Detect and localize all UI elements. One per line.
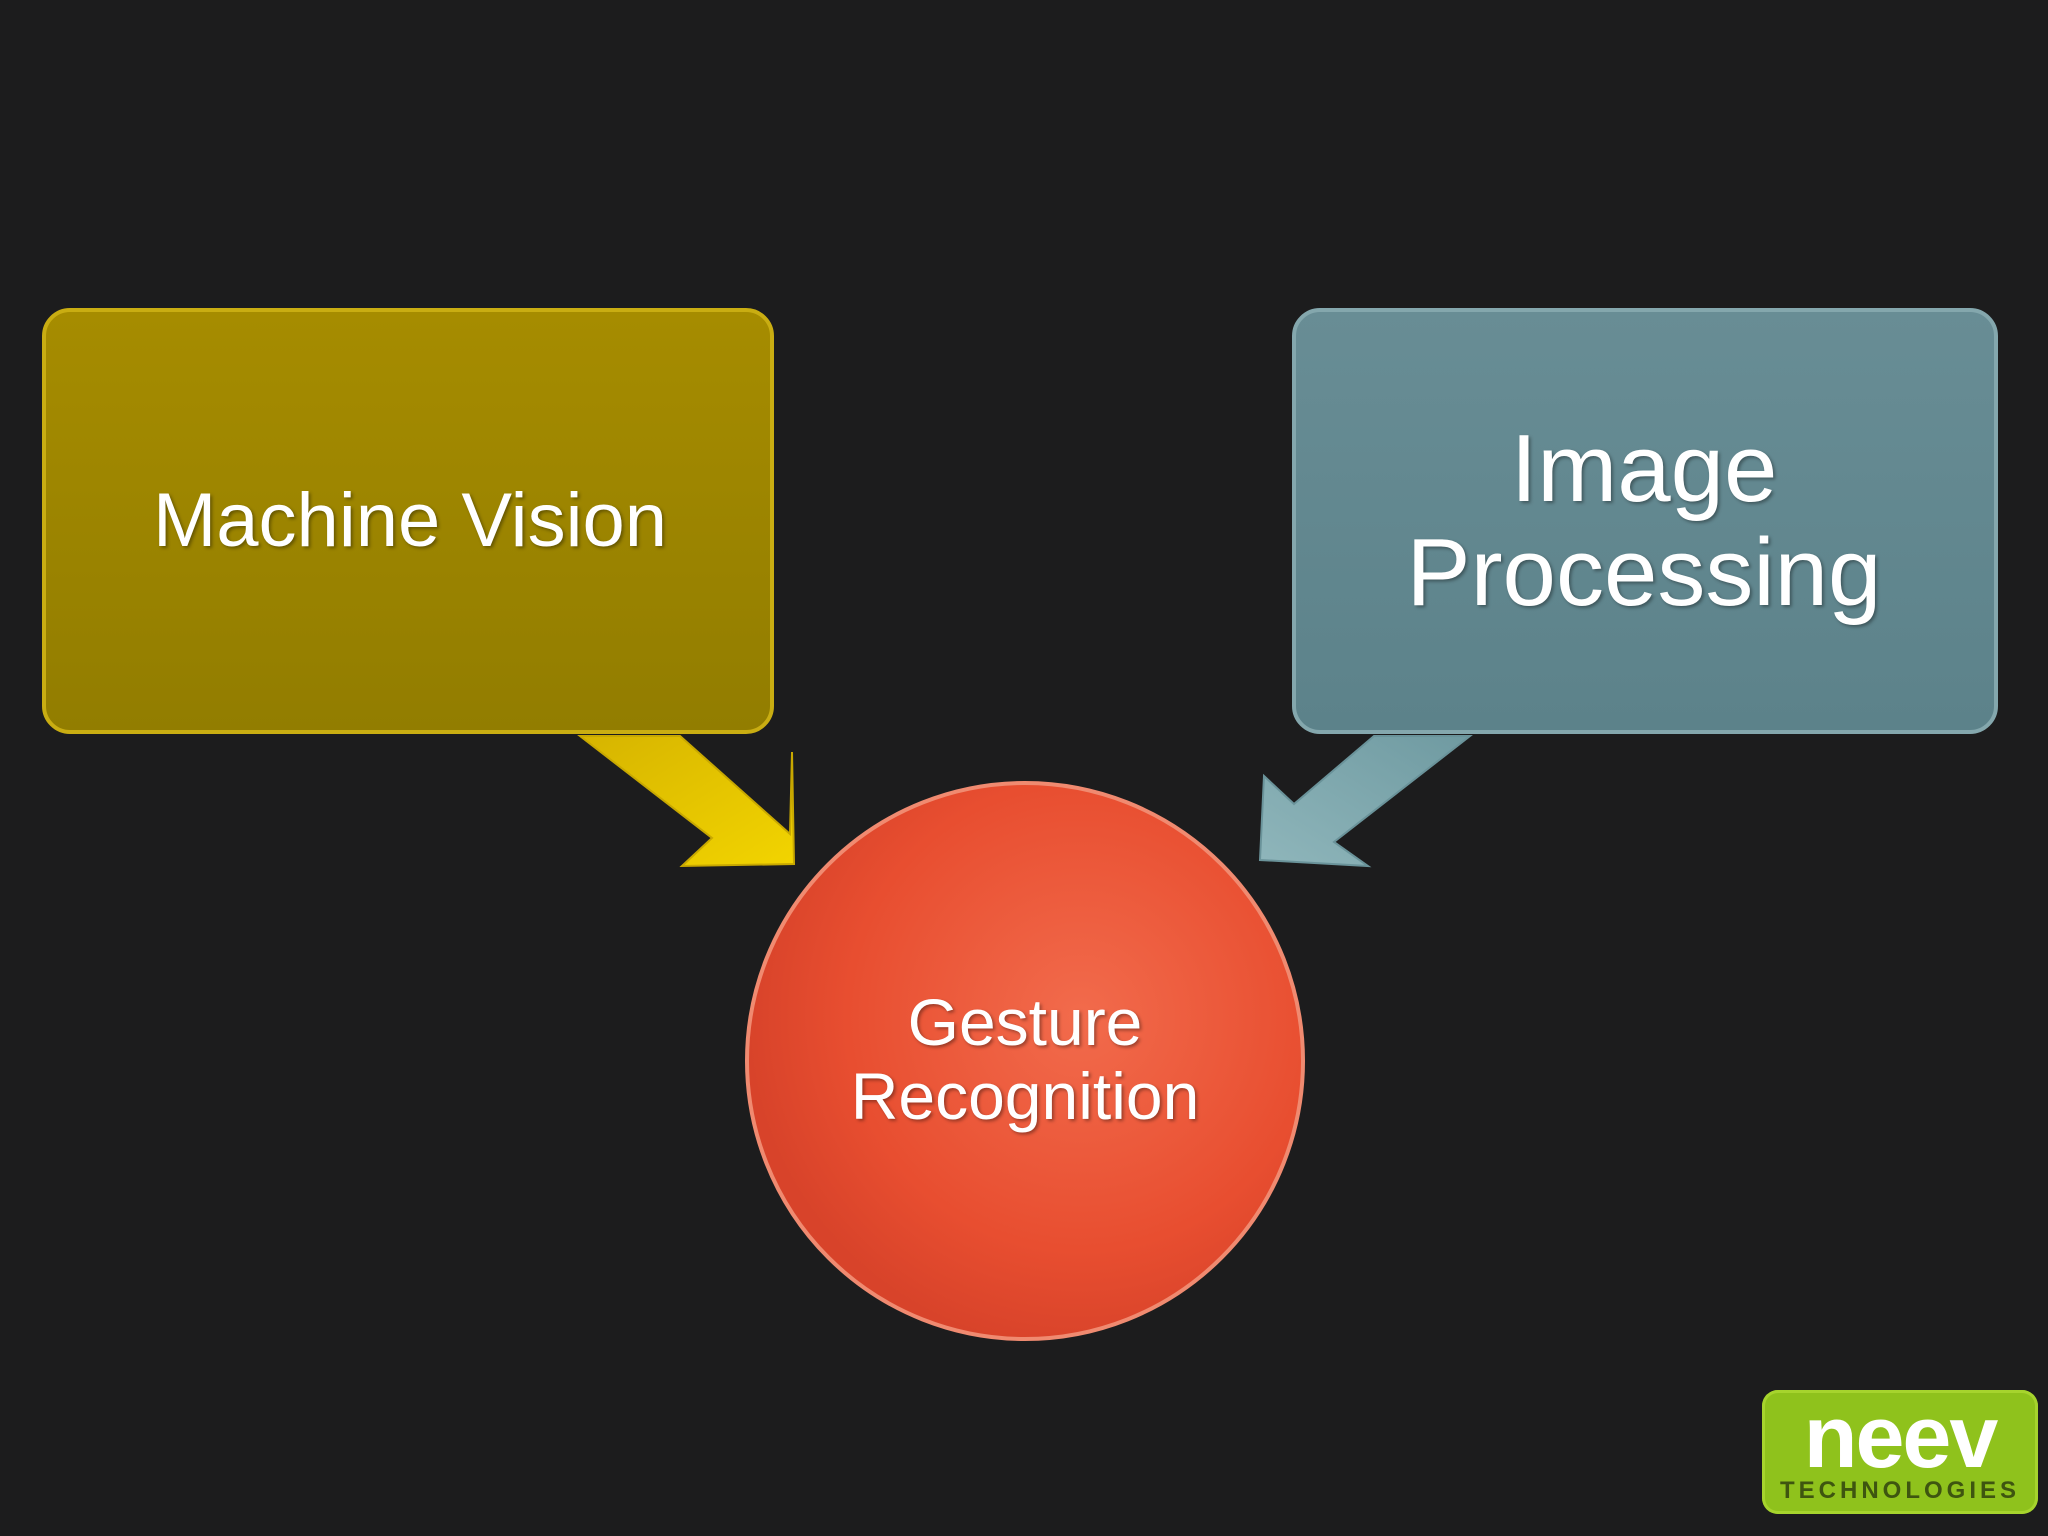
machine-vision-box [42,308,774,734]
logo-tagline: TECHNOLOGIES [1779,1477,2020,1504]
machine-vision-label: Machine Vision [152,478,667,564]
gesture-recognition-circle [745,781,1305,1341]
image-processing-box [1292,308,1998,734]
logo-wordmark: neev [1803,1387,1999,1486]
image-processing-label: Image Processing [1406,415,1882,626]
arrow-image-processing-to-gesture [1258,735,1473,868]
gesture-recognition-label: Gesture Recognition [850,985,1200,1133]
neev-logo: neev TECHNOLOGIES [1762,1390,2038,1514]
arrow-machine-vision-to-gesture [577,735,796,868]
